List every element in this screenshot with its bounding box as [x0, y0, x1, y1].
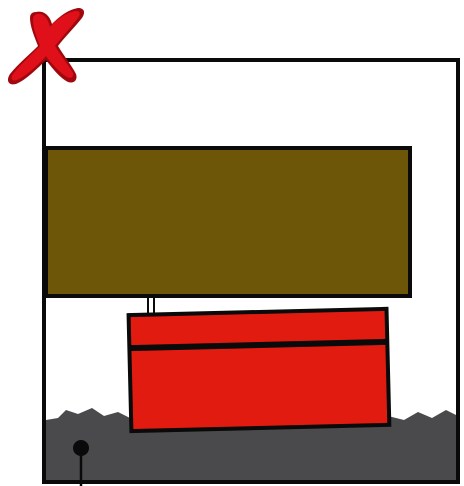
- x-mark-icon: [8, 8, 84, 84]
- olive-block: [46, 148, 410, 296]
- red-block: [129, 309, 390, 431]
